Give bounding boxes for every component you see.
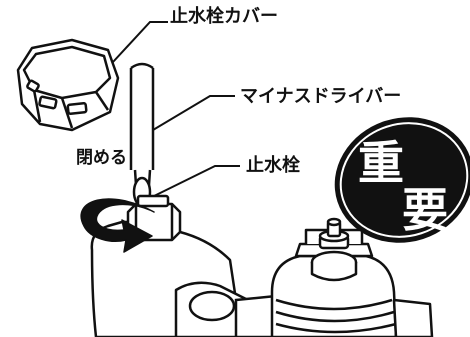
screwdriver <box>129 62 155 208</box>
clockwise-arrow <box>80 198 155 253</box>
label-screwdriver: マイナスドライバー <box>240 86 402 107</box>
valve-body <box>90 194 250 337</box>
badge-char-2: 要 <box>402 183 448 237</box>
second-valve <box>270 217 434 337</box>
connector-pipe <box>234 294 278 337</box>
label-valve-cover: 止水栓カバー <box>170 6 278 27</box>
leader-valve <box>149 165 240 199</box>
valve-cover <box>16 38 120 132</box>
leader-cover <box>112 21 168 63</box>
label-stop-valve: 止水栓 <box>246 155 300 176</box>
badge-char-1: 重 <box>358 136 404 190</box>
label-close-action: 閉める <box>76 148 127 168</box>
leader-screwdriver <box>152 95 235 131</box>
important-badge <box>334 117 470 243</box>
